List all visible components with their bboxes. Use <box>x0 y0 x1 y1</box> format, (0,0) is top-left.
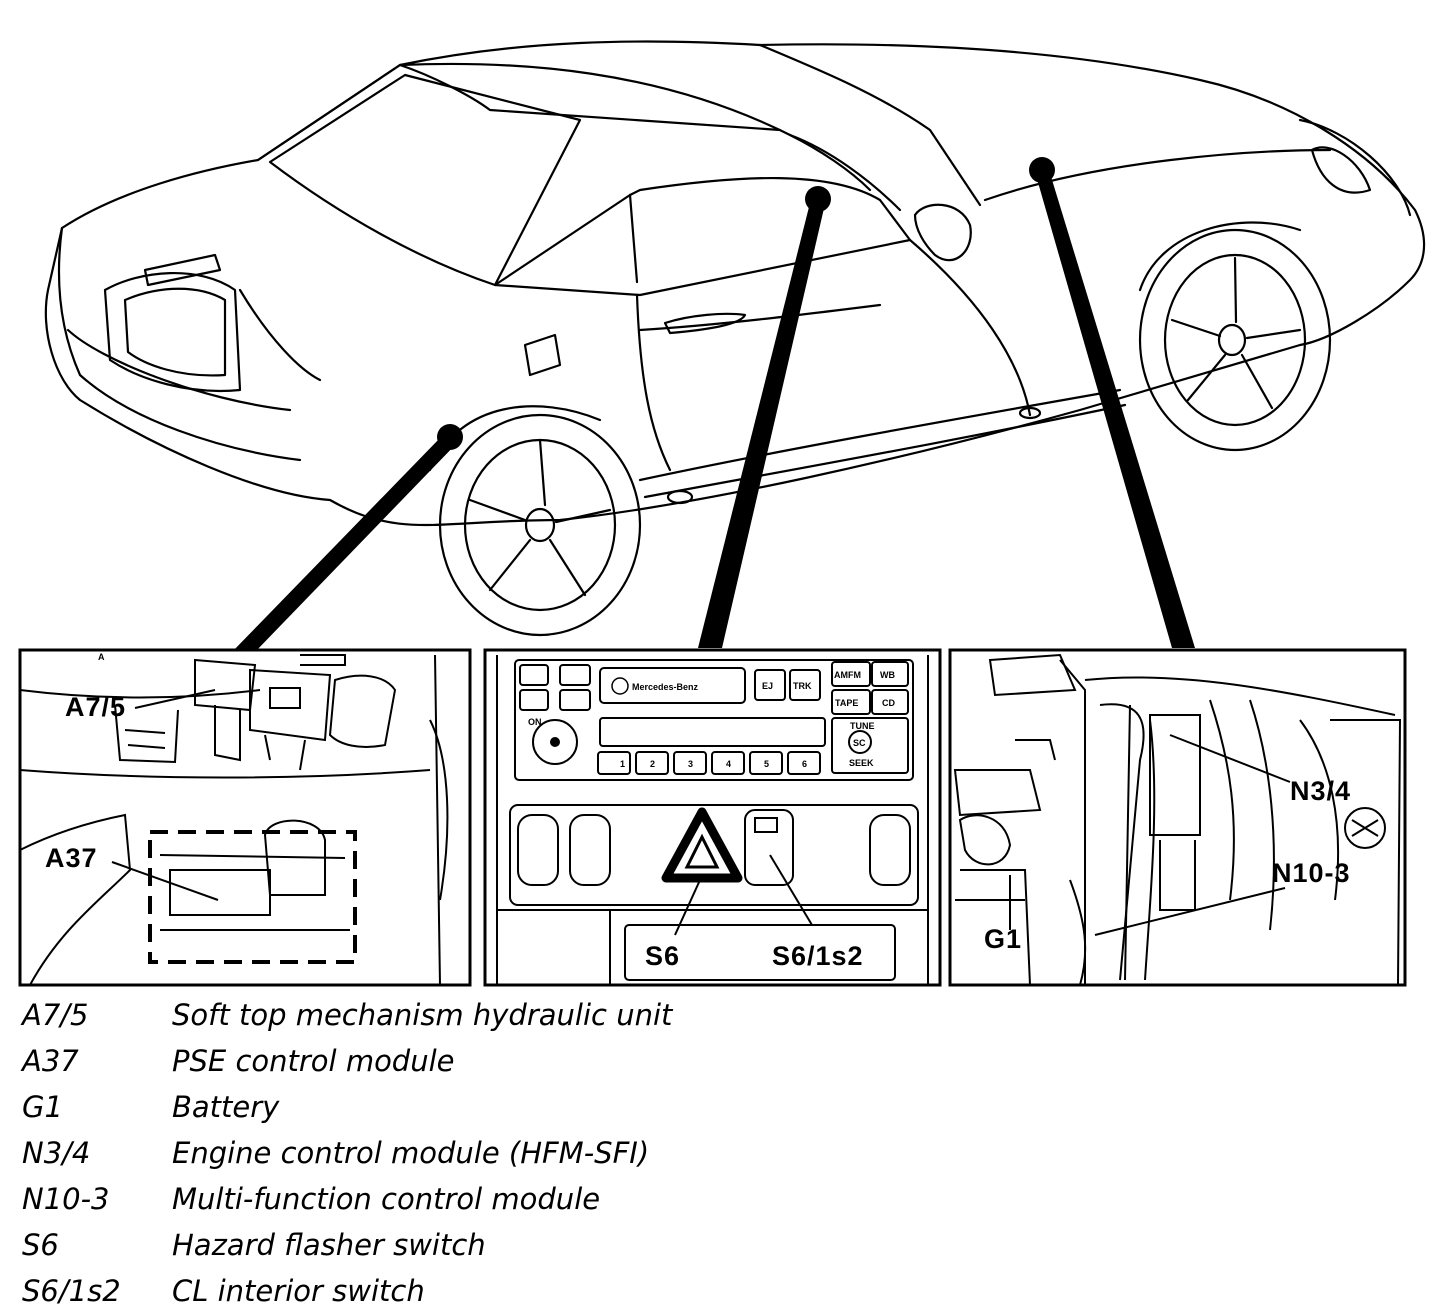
callout-n10-3: N10-3 <box>1272 858 1351 888</box>
legend-code: S6/1s2 <box>22 1274 121 1308</box>
radio-brand: Mercedes-Benz <box>632 682 699 692</box>
callout-a7-5: A7/5 <box>65 692 126 722</box>
legend-description: Soft top mechanism hydraulic unit <box>172 998 673 1032</box>
radio-preset-4: 4 <box>726 759 731 769</box>
radio-preset-3: 3 <box>688 759 693 769</box>
radio-on: ON <box>528 717 542 727</box>
svg-text:A: A <box>98 652 105 662</box>
radio-preset-2: 2 <box>650 759 655 769</box>
legend-description: PSE control module <box>172 1044 455 1078</box>
callout-a37: A37 <box>45 843 98 873</box>
callout-s6-1s2: S6/1s2 <box>772 941 864 971</box>
radio-sc: SC <box>853 738 866 748</box>
radio-unit <box>514 659 914 781</box>
legend: A7/5 Soft top mechanism hydraulic unit A… <box>22 992 1022 1314</box>
radio-preset-6: 6 <box>802 759 807 769</box>
callout-n3-4: N3/4 <box>1290 776 1351 806</box>
radio-wb: WB <box>880 670 895 680</box>
radio-seek: SEEK <box>849 758 874 768</box>
radio-tape: TAPE <box>835 698 858 708</box>
legend-code: N10-3 <box>22 1182 110 1216</box>
radio-cd: CD <box>882 698 895 708</box>
legend-code: S6 <box>22 1228 59 1262</box>
panel-soft-top-pse: A A7/5 A37 <box>18 648 472 987</box>
leader-lines <box>232 157 1195 652</box>
legend-code: G1 <box>22 1090 63 1124</box>
radio-tune: TUNE <box>850 721 875 731</box>
radio-preset-1: 1 <box>620 759 625 769</box>
legend-description: CL interior switch <box>172 1274 425 1308</box>
leader-line-interior <box>698 203 825 648</box>
legend-description: Hazard flasher switch <box>172 1228 486 1262</box>
legend-code: A7/5 <box>22 998 89 1032</box>
callout-s6: S6 <box>645 941 680 971</box>
panel-engine-bay: N3/4 N10-3 G1 <box>948 648 1407 987</box>
pse-control-module-outline <box>148 830 357 964</box>
radio-amfm: AMFM <box>834 670 861 680</box>
legend-row: S6/1s2 CL interior switch <box>22 1268 1022 1314</box>
leader-line-a37 <box>232 438 458 652</box>
hazard-flasher-switch-icon <box>661 807 743 883</box>
legend-row: N3/4 Engine control module (HFM-SFI) <box>22 1130 1022 1176</box>
radio-trk: TRK <box>793 681 812 691</box>
legend-description: Multi-function control module <box>172 1182 601 1216</box>
leader-line-engine <box>1035 170 1195 648</box>
legend-row: N10-3 Multi-function control module <box>22 1176 1022 1222</box>
mercedes-star-icon <box>611 677 629 695</box>
car-illustration <box>44 40 1426 637</box>
panel-center-console: Mercedes-Benz EJ TRK AMFM WB TAPE CD ON … <box>483 648 942 987</box>
legend-row: S6 Hazard flasher switch <box>22 1222 1022 1268</box>
legend-row: G1 Battery <box>22 1084 1022 1130</box>
legend-code: N3/4 <box>22 1136 91 1170</box>
legend-row: A7/5 Soft top mechanism hydraulic unit <box>22 992 1022 1038</box>
component-location-diagram: A A7/5 A37 <box>18 40 1426 987</box>
legend-row: A37 PSE control module <box>22 1038 1022 1084</box>
radio-ej: EJ <box>762 681 773 691</box>
legend-code: A37 <box>22 1044 79 1078</box>
callout-g1: G1 <box>984 924 1022 954</box>
legend-description: Battery <box>172 1090 280 1124</box>
legend-description: Engine control module (HFM-SFI) <box>172 1136 650 1170</box>
radio-preset-5: 5 <box>764 759 769 769</box>
